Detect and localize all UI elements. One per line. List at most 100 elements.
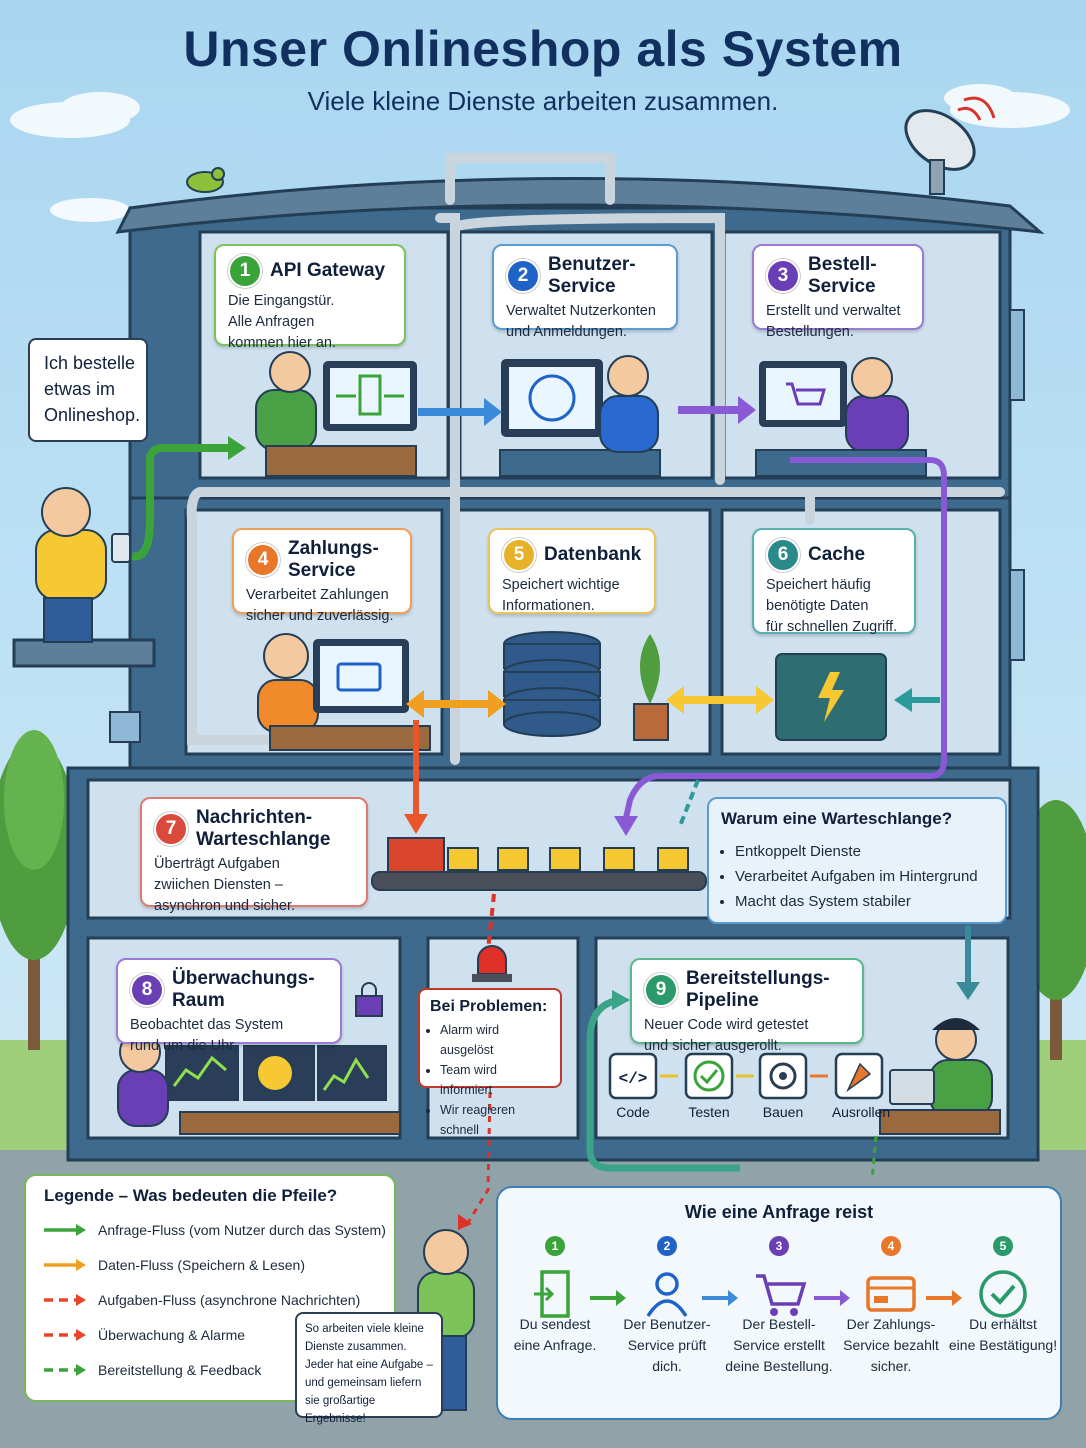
page-subtitle: Viele kleine Dienste arbeiten zusammen. [307,86,779,116]
quote-line: Jeder hat eine Aufgabe – [305,1359,433,1371]
user-icon [646,1272,688,1317]
service-title: Benutzer-Service [548,254,636,297]
service-card-header: 5 Datenbank [502,538,644,572]
check-icon [979,1270,1027,1318]
quote-line: Dienste zusammen. [305,1341,407,1353]
conveyor-belt [371,871,707,891]
service-number-badge: 8 [130,973,164,1007]
legend-arrow-icon [44,1259,86,1271]
test-check-icon [693,1060,725,1092]
quote-line: sie großartige Ergebnisse! [305,1395,376,1425]
cache-icon [775,653,887,741]
journey-step-number: 1 [545,1236,565,1256]
legend-item: Daten-Fluss (Speichern & Lesen) [44,1255,305,1275]
pipeline-step-test: Testen [688,1104,730,1120]
guide-quote-bubble: So arbeiten viele kleine Dienste zusamme… [295,1312,443,1425]
service-number-badge: 6 [766,538,800,572]
legend-label: Überwachung & Alarme [98,1327,246,1343]
pipeline-step-rollout: Ausrollen [831,1104,891,1120]
service-title: Nachrichten-Warteschlange [196,807,331,850]
pipeline-step-build: Bauen [762,1104,804,1120]
speech-line: Ich bestelle [44,353,136,373]
cart-screen-icon [786,382,826,406]
bird-icon [186,167,225,193]
speech-line: Onlineshop. [44,405,141,425]
satellite-dish-icon [904,96,996,195]
service-title: Bestell-Service [808,254,877,297]
door-arrows-icon [336,374,404,416]
service-title: Bereitstellungs-Pipeline [686,968,830,1011]
journey-step-number: 2 [657,1236,677,1256]
card-icon [866,1276,916,1312]
problems-item: Wir reagieren schnell [440,1100,550,1140]
legend-label: Aufgaben-Fluss (asynchrone Nachrichten) [98,1292,361,1308]
database-icon [503,631,601,737]
door-icon [534,1270,570,1318]
legend-arrow-icon [44,1329,86,1341]
legend-item: Aufgaben-Fluss (asynchrone Nachrichten) [44,1290,360,1310]
legend-item: Bereitstellung & Feedback [44,1360,261,1380]
journey-step-number: 3 [769,1236,789,1256]
card-screen-icon [336,662,382,692]
legend-title: Legende – Was bedeuten die Pfeile? [44,1186,338,1205]
service-number-badge: 5 [502,538,536,572]
alarm-light-icon [472,945,512,982]
pipes [186,153,1005,765]
problems-item: Team wird informiert [440,1060,550,1100]
order-worker [845,357,909,453]
pie-chart-screen-icon [256,1054,294,1092]
quote-line: So arbeiten viele kleine [305,1323,424,1335]
queue-info-item: Entkoppelt Dienste [735,839,993,864]
service-title: Cache [808,544,866,565]
phone-icon [111,533,131,563]
deploy-worker [929,1018,993,1117]
customer-character [35,487,131,643]
build-gear-icon [769,1062,797,1090]
service-title: Datenbank [544,544,642,565]
request-flow-arrow-customer [131,444,228,561]
quote-line: und gemeinsam liefern [305,1377,422,1389]
task-flow-arrow-order-queue [623,457,947,819]
queue-info-box: Warum eine Warteschlange? Entkoppelt Die… [707,797,1007,924]
service-title: Überwachungs-Raum [172,968,315,1011]
page-title: Unser Onlineshop als System [183,21,903,77]
pipeline-boxes [608,1052,884,1100]
clouds [10,84,1070,222]
guide-character [417,1229,475,1411]
queue-info-title: Warum eine Warteschlange? [721,809,953,828]
queue-info-item: Verarbeitet Aufgaben im Hintergrund [735,864,993,889]
payment-worker [257,633,319,733]
service-number-badge: 1 [228,254,262,288]
queue-envelopes [387,837,689,873]
laptop-icon [889,1069,935,1105]
journey-title: Wie eine Anfrage reist [684,1202,874,1222]
queue-info-item: Macht das System stabiler [735,889,993,914]
